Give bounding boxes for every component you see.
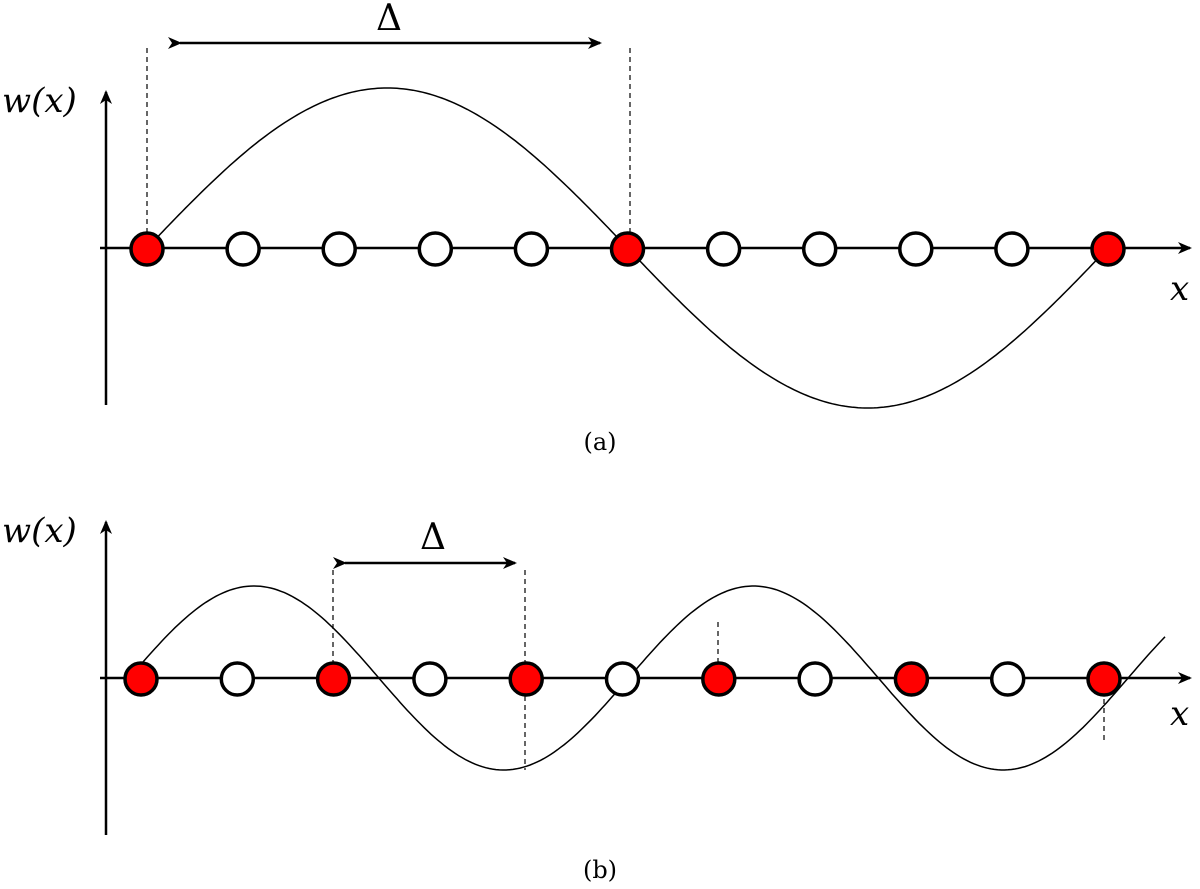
panel-b-node-filled	[508, 661, 544, 697]
panel-b-node-empty	[797, 661, 833, 697]
panel-b-node-filled	[1086, 661, 1122, 697]
panel-b-node-filled	[893, 661, 930, 697]
panel-a-node-empty	[513, 231, 550, 267]
panel-b-node-filled	[315, 661, 352, 697]
panel-b-node-empty	[412, 661, 448, 697]
panel-a-nodes	[129, 231, 1126, 267]
panel-b-wave-curve	[140, 585, 1166, 771]
panel-a: w(x) x Δ (a)	[2, 0, 1192, 456]
panel-b: w(x) x Δ (b)	[2, 511, 1192, 884]
panel-a-x-axis-label: x	[1170, 269, 1189, 309]
panel-a-caption: (a)	[583, 428, 616, 456]
panel-b-node-empty	[989, 661, 1026, 697]
panel-b-node-filled	[123, 661, 159, 697]
panel-a-node-empty	[705, 231, 742, 267]
panel-a-node-empty	[898, 231, 934, 267]
panel-a-y-axis-label: w(x)	[2, 81, 77, 121]
panel-a-node-filled	[1090, 231, 1126, 267]
panel-b-node-empty	[219, 661, 256, 697]
panel-a-node-filled	[609, 231, 646, 267]
panel-a-node-empty	[225, 231, 261, 267]
panel-a-node-empty	[994, 231, 1030, 267]
panel-b-x-axis-label: x	[1170, 694, 1189, 734]
panel-b-node-filled	[701, 661, 737, 697]
panel-a-node-filled	[129, 231, 165, 267]
panel-b-nodes	[123, 661, 1122, 697]
panel-a-node-empty	[417, 231, 454, 267]
panel-a-node-empty	[321, 231, 357, 267]
panel-b-y-axis-label: w(x)	[2, 511, 77, 551]
panel-a-node-empty	[801, 231, 838, 267]
panel-b-caption: (b)	[583, 856, 617, 884]
panel-b-delta-label: Δ	[420, 517, 446, 558]
panel-a-delta-label: Δ	[376, 0, 402, 39]
panel-b-node-empty	[604, 661, 641, 697]
